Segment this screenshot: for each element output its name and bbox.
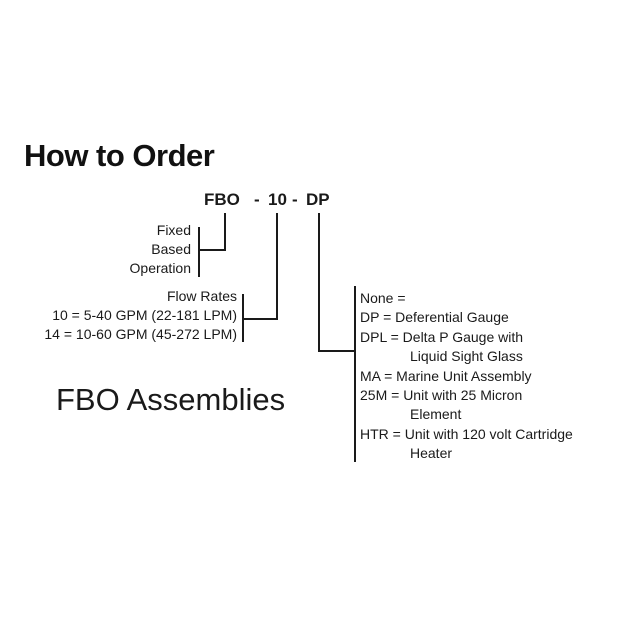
model-code-separator: -	[292, 190, 298, 209]
fbo-connector-vertical-right	[224, 213, 226, 251]
option-connector-horizontal	[318, 350, 356, 352]
fixed-based-line: Operation	[129, 260, 191, 276]
option-item: DPL = Delta P Gauge with	[360, 328, 524, 345]
option-item-continuation: Liquid Sight Glass	[410, 348, 523, 365]
flow-bracket-vertical	[242, 294, 244, 342]
option-item: HTR = Unit with 120 volt Cartridge	[360, 425, 573, 442]
model-code-separator: -	[254, 190, 260, 209]
flow-connector-vertical	[276, 213, 278, 320]
page-title: How to Order	[24, 138, 215, 173]
fbo-connector-vertical-left	[198, 227, 200, 277]
fixed-based-label: Fixed Based Operation	[130, 221, 191, 278]
option-connector-vertical	[318, 213, 320, 352]
fixed-based-line: Fixed	[156, 222, 191, 238]
section-title: FBO Assemblies	[56, 382, 286, 417]
option-item: DP = Deferential Gauge	[360, 309, 509, 326]
model-code-part-flow: 10	[268, 190, 287, 209]
flow-rates-title: Flow Rates	[166, 288, 237, 304]
fixed-based-line: Based	[151, 241, 191, 257]
option-item: 25M = Unit with 25 Micron	[360, 387, 523, 404]
option-item-continuation: Element	[410, 406, 462, 423]
fbo-connector-horizontal	[198, 249, 226, 251]
flow-connector-horizontal	[242, 318, 278, 320]
flow-rates-label: Flow Rates 10 = 5-40 GPM (22-181 LPM) 14…	[44, 287, 237, 344]
flow-rate-option: 10 = 5-40 GPM (22-181 LPM)	[52, 307, 237, 323]
flow-rate-option: 14 = 10-60 GPM (45-272 LPM)	[44, 326, 237, 342]
option-item: None =	[360, 290, 406, 306]
model-code-part-fbo: FBO	[204, 190, 240, 209]
model-code-part-option: DP	[306, 190, 330, 209]
option-list: None = DP = Deferential Gauge DPL = Delt…	[360, 289, 573, 464]
option-bracket-vertical	[354, 286, 356, 462]
option-item-continuation: Heater	[410, 445, 453, 462]
option-item: MA = Marine Unit Assembly	[360, 367, 532, 384]
